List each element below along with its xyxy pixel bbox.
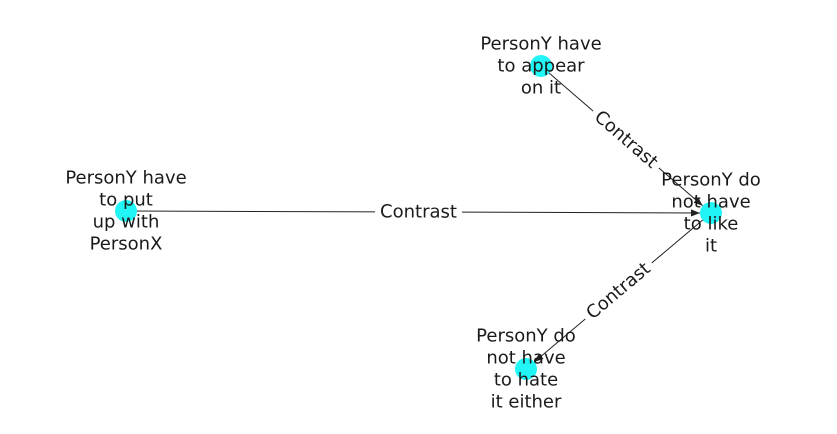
node-n1 bbox=[530, 55, 552, 77]
edge-label-background bbox=[577, 254, 660, 328]
nodes-layer bbox=[115, 55, 722, 380]
node-label-line: to hate bbox=[494, 370, 558, 391]
edge-label: Contrast bbox=[582, 258, 654, 324]
node-label-line: not have bbox=[671, 192, 750, 213]
node-label-line: on it bbox=[521, 78, 561, 99]
node-label-line: PersonX bbox=[90, 234, 163, 255]
node-label-line: it bbox=[705, 236, 717, 257]
edge-label: Contrast bbox=[380, 201, 457, 222]
node-label-line: to put bbox=[99, 190, 153, 211]
node-n2 bbox=[115, 200, 137, 222]
edge-label-background bbox=[375, 200, 462, 224]
node-n3 bbox=[700, 202, 722, 224]
edge-label: Contrast bbox=[590, 106, 662, 172]
node-label-line: it either bbox=[491, 392, 562, 413]
edge-label-group: Contrast bbox=[577, 254, 660, 328]
node-label-line: not have bbox=[486, 348, 565, 369]
edge-label-group: Contrast bbox=[375, 200, 462, 224]
node-label-line: PersonY do bbox=[661, 170, 761, 191]
node-label-line: PersonY do bbox=[476, 326, 576, 347]
node-label-line: up with bbox=[93, 212, 160, 233]
edge-label-group: Contrast bbox=[585, 102, 667, 177]
node-label-line: PersonY have bbox=[480, 34, 601, 55]
node-label-line: to appear bbox=[497, 56, 585, 77]
node-n4 bbox=[515, 358, 537, 380]
node-label-line: to like bbox=[684, 214, 739, 235]
edge-label-background bbox=[585, 102, 667, 177]
node-label-line: PersonY have bbox=[65, 168, 186, 189]
